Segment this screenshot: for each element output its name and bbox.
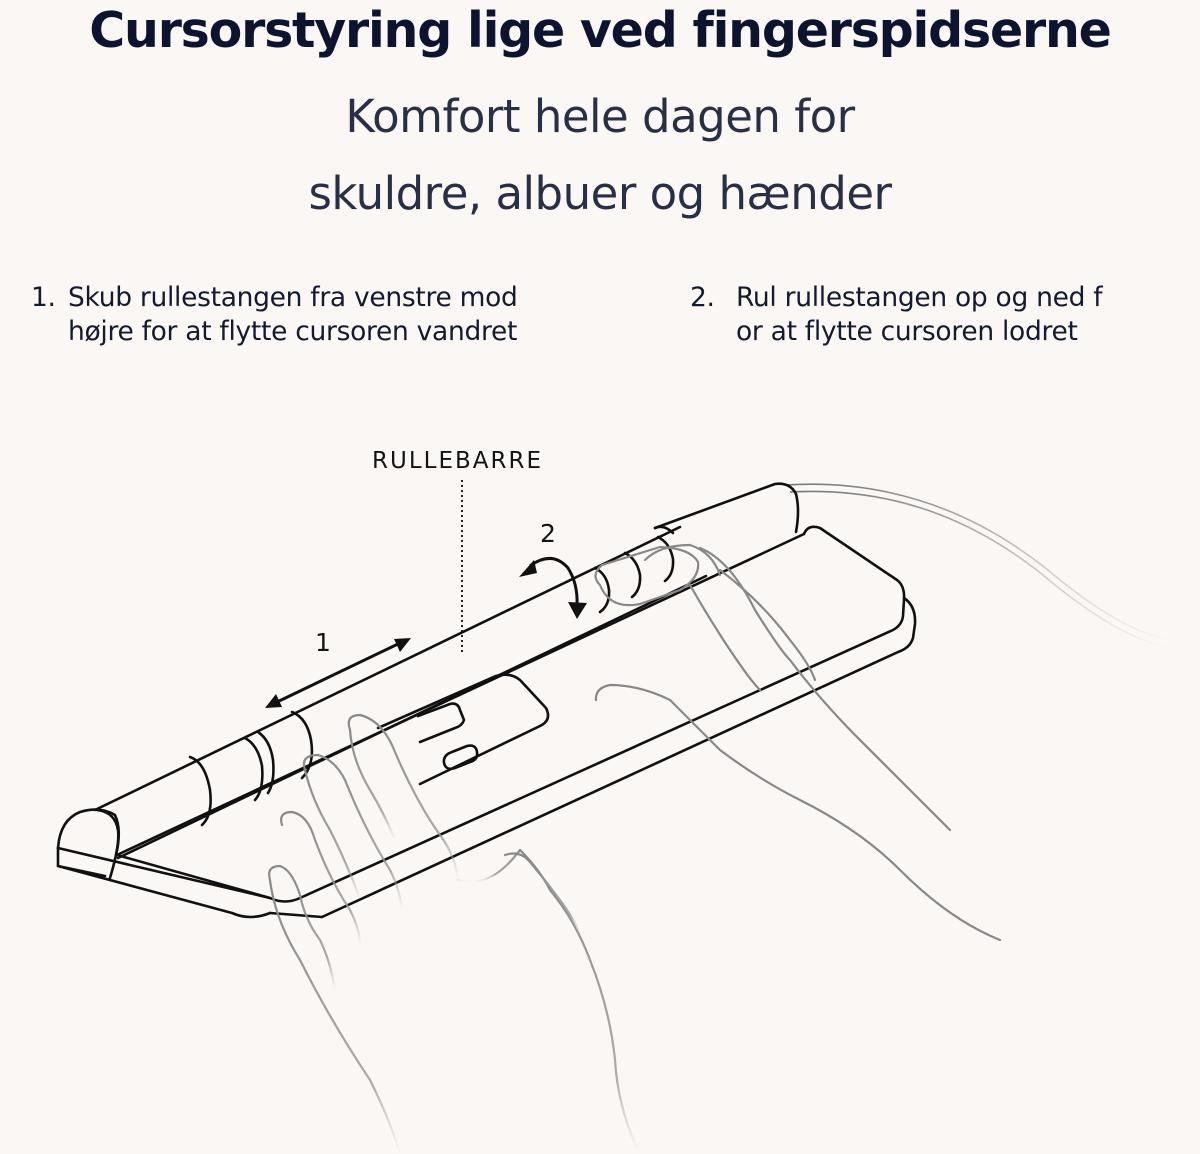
instruction-step-1: 1. Skub rullestangen fra venstre mod høj… — [31, 281, 621, 349]
hand-left — [268, 713, 642, 1154]
arrow-1-label: 1 — [315, 628, 331, 657]
cable — [785, 483, 1181, 649]
step-number: 1. — [31, 282, 56, 313]
page-subtitle: Komfort hele dagen for skuldre, albuer o… — [0, 78, 1200, 232]
step-text: Skub rullestangen fra venstre mod højre … — [68, 281, 621, 349]
instruction-step-2: 2. Rul rullestangen op og ned f or at fl… — [690, 281, 1190, 349]
rollerbar-callout-label: RULLEBARRE — [372, 448, 543, 474]
page-title: Cursorstyring lige ved fingerspidserne — [89, 2, 1112, 59]
subtitle-line-2: skuldre, albuer og hænder — [308, 167, 892, 220]
step-text-line-1: Skub rullestangen fra venstre mod — [68, 282, 518, 313]
device-body — [56, 482, 917, 919]
step-text-line-2: or at flytte cursoren lodret — [736, 316, 1078, 347]
hand-right — [594, 543, 1002, 942]
step-text-line-1: Rul rullestangen op og ned f — [736, 282, 1103, 313]
curved-rotation-arrow-icon — [519, 557, 587, 619]
step-text: Rul rullestangen op og ned f or at flytt… — [736, 281, 1190, 349]
arrow-2-label: 2 — [540, 519, 556, 548]
double-headed-horizontal-arrow-icon — [265, 638, 411, 708]
step-number: 2. — [690, 282, 715, 313]
subtitle-line-1: Komfort hele dagen for — [345, 90, 855, 143]
step-text-line-2: højre for at flytte cursoren vandret — [68, 316, 518, 347]
